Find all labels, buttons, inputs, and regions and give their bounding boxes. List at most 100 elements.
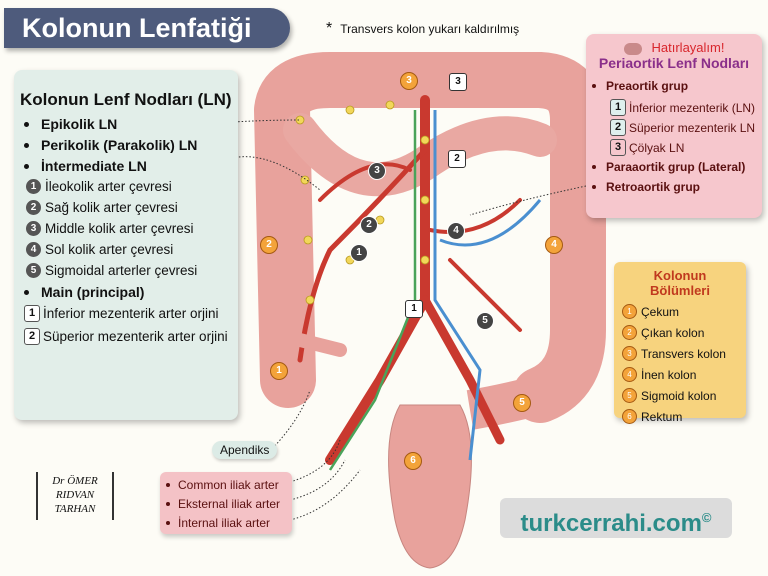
item-label: Preaortik grup	[606, 79, 689, 93]
badge-inen: 4	[545, 236, 563, 254]
copyright-mark: ©	[701, 510, 712, 525]
brand-text: turkcerrahi.com	[520, 510, 702, 537]
list-item: 2 Sağ kolik arter çevresi	[26, 200, 232, 215]
number-badge: 4	[622, 367, 637, 382]
list-item: 2 Çıkan kolon	[622, 325, 738, 340]
veins	[433, 110, 542, 461]
badge-middle-colic: 3	[368, 162, 386, 180]
number-badge: 3	[26, 221, 41, 236]
lymph-vessel	[328, 110, 417, 471]
number-badge: 2	[26, 200, 41, 215]
item-label: Rektum	[641, 409, 683, 424]
middle-colic	[318, 162, 412, 202]
badge-colyak: 3	[449, 73, 467, 91]
number-badge: 3	[610, 139, 626, 156]
note: *Transvers kolon yukarı kaldırılmış	[326, 20, 519, 38]
page-title: Kolonun Lenfatiği	[4, 8, 290, 48]
number-badge: 1	[26, 179, 41, 194]
appendix-label: Apendiks	[212, 441, 278, 459]
list-item: Common iliak arter	[166, 478, 286, 492]
list-item: 4 Sol kolik arter çevresi	[26, 242, 232, 257]
badge-transvers: 3	[400, 72, 418, 90]
badge-cikan: 2	[260, 236, 278, 254]
brain-icon	[623, 42, 642, 55]
signature-line: TARHAN	[54, 503, 96, 515]
number-badge: 2	[622, 325, 637, 340]
badge-sigmoid: 5	[513, 394, 531, 412]
list-item: 4 İnen kolon	[622, 367, 738, 382]
number-badge: 2	[610, 119, 626, 136]
ima	[428, 198, 522, 332]
item-label: İnferior mezenterik (LN)	[629, 100, 756, 115]
number-badge: 4	[26, 242, 41, 257]
item-label: Sol kolik arter çevresi	[45, 242, 174, 257]
badge-left-colic: 4	[447, 222, 465, 240]
list-item: 3 Middle kolik arter çevresi	[26, 221, 232, 236]
item-label: Middle kolik arter çevresi	[45, 221, 194, 236]
list-item: Eksternal iliak arter	[166, 497, 286, 511]
list-item: Preaortik grup	[590, 79, 758, 93]
list-item: 1 Çekum	[622, 304, 738, 319]
item-label: İntermediate LN	[41, 158, 147, 174]
panel-heading: Periaortik Lenf Nodları	[598, 55, 750, 71]
number-badge: 2	[24, 328, 40, 345]
item-label: Epikolik LN	[41, 116, 118, 132]
list-item: Paraaortik grup (Lateral)	[590, 160, 758, 174]
item-label: Main (principal)	[41, 284, 145, 300]
item-label: Süperior mezenterik arter orjini	[43, 329, 228, 344]
brand-watermark: turkcerrahi.com©	[500, 498, 732, 538]
number-badge: 3	[622, 346, 637, 361]
badge-right-colic: 2	[360, 216, 378, 234]
appendix	[293, 333, 347, 357]
item-label: Perikolik (Parakolik) LN	[41, 137, 198, 153]
star-icon: *	[326, 20, 333, 37]
item-label: İnferior mezenterik arter orjini	[43, 306, 219, 321]
badge-rektum: 6	[404, 452, 422, 470]
item-label: İnen kolon	[641, 367, 697, 382]
badge-cekum: 1	[270, 362, 288, 380]
item-label: Common iliak arter	[178, 478, 279, 492]
iliac-arteries-box: Common iliak arter Eksternal iliak arter…	[160, 472, 292, 534]
list-item: Epikolik LN	[20, 116, 232, 132]
number-badge: 5	[622, 388, 637, 403]
lymph-nodes-panel: Kolonun Lenf Nodları (LN) Epikolik LN Pe…	[14, 70, 238, 420]
number-badge: 5	[26, 263, 41, 278]
number-badge: 1	[610, 99, 626, 116]
panel-heading: Kolonun Bölümleri	[650, 268, 710, 298]
badge-sma: 2	[448, 150, 466, 168]
item-label: Retroaortik grup	[606, 180, 701, 194]
aorta-right-iliac	[420, 295, 505, 445]
item-label: Sağ kolik arter çevresi	[45, 200, 178, 215]
item-label: Çıkan kolon	[641, 325, 705, 340]
author-signature: Dr ÖMER RIDVAN TARHAN	[36, 472, 114, 520]
item-label: İnternal iliak arter	[178, 516, 271, 530]
list-item: İntermediate LN	[20, 158, 232, 174]
list-item: Main (principal)	[20, 284, 232, 300]
item-label: Çekum	[641, 304, 680, 319]
badge-ileocolic: 1	[350, 244, 368, 262]
list-item: Perikolik (Parakolik) LN	[20, 137, 232, 153]
reminder: Hatırlayalım!	[590, 40, 758, 55]
number-badge: 1	[622, 304, 637, 319]
list-item: Retroaortik grup	[590, 180, 758, 194]
list-item: 5 Sigmoid kolon	[622, 388, 738, 403]
list-item: İnternal iliak arter	[166, 516, 286, 530]
badge-sigmoidal: 5	[476, 312, 494, 330]
number-badge: 6	[622, 409, 637, 424]
signature-line: RIDVAN	[55, 489, 95, 501]
list-item: 6 Rektum	[622, 409, 738, 424]
sma	[297, 147, 428, 363]
item-label: Çölyak LN	[629, 140, 685, 155]
badge-ima: 1	[405, 300, 423, 318]
item-label: Sigmoid kolon	[641, 388, 717, 403]
item-label: Süperior mezenterik LN	[629, 120, 756, 135]
